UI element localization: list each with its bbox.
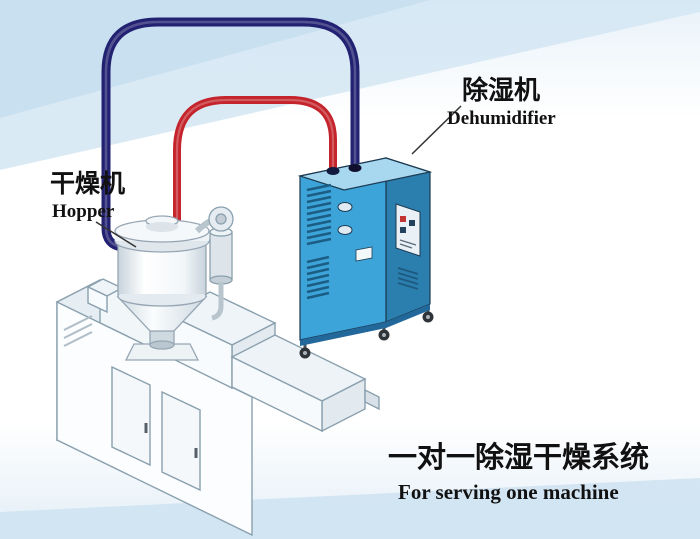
air-pipes <box>101 17 360 252</box>
blower-fan-hub <box>215 213 227 225</box>
cabinet-nameplate <box>355 246 373 262</box>
machine-top-box-front <box>87 285 108 314</box>
blower-down-pipe <box>211 282 224 321</box>
panel-button-red <box>400 216 406 222</box>
machine-barrel-front <box>231 355 323 433</box>
blue-pipe-highlight <box>104 20 357 249</box>
caster-hub-1 <box>303 351 307 355</box>
blower-body <box>209 231 233 281</box>
hopper-leader-line <box>95 221 137 248</box>
machine-die-nozzle <box>364 388 380 411</box>
caster-hub-3 <box>426 315 430 319</box>
hopper-neck-bottom <box>149 340 175 350</box>
cabinet-side-vent <box>397 267 419 290</box>
caster-hub-2 <box>382 333 386 337</box>
cabinet-oval-indicator-2 <box>337 225 353 235</box>
machine-door-2 <box>161 390 201 492</box>
cabinet-oval-indicator-1 <box>337 202 353 212</box>
panel-button-dark-2 <box>400 227 406 233</box>
cabinet-vent-lower <box>306 255 330 300</box>
hopper-label-cn: 干燥机 <box>50 169 125 198</box>
red-pipe-highlight <box>175 98 335 232</box>
cabinet-base-strip <box>300 304 430 346</box>
dehumidifier-leader-line <box>411 105 462 155</box>
extruder-machine <box>55 278 380 537</box>
cabinet-control-panel <box>395 203 421 257</box>
dehumidifier-label-en: Dehumidifier <box>447 108 556 129</box>
cabinet-port-blue-hose <box>348 164 362 172</box>
hopper-blower-unit <box>194 206 234 321</box>
caption-cn: 一对一除湿干燥系统 <box>388 440 649 474</box>
panel-button-dark-1 <box>409 220 415 226</box>
machine-door-1 <box>111 365 151 467</box>
dehumidifier-label-cn: 除湿机 <box>462 75 540 106</box>
labels: 干燥机 Hopper 除湿机 Dehumidifier 一对一除湿干燥系统 Fo… <box>50 75 649 504</box>
hopper-label-en: Hopper <box>52 201 115 222</box>
cabinet-vent-upper <box>306 183 332 246</box>
caption-en: For serving one machine <box>398 480 619 504</box>
hopper-dryer <box>114 215 210 361</box>
dehumidifier <box>297 157 434 359</box>
machine-end-grille <box>63 315 93 347</box>
background-bottom-band <box>0 478 700 539</box>
hopper-cap-rim <box>146 222 178 232</box>
panel-text-lines <box>399 239 417 249</box>
dry-air-pipe-blue <box>101 17 360 252</box>
return-air-pipe-red <box>173 96 337 232</box>
cabinet-port-red-hose <box>326 167 340 175</box>
